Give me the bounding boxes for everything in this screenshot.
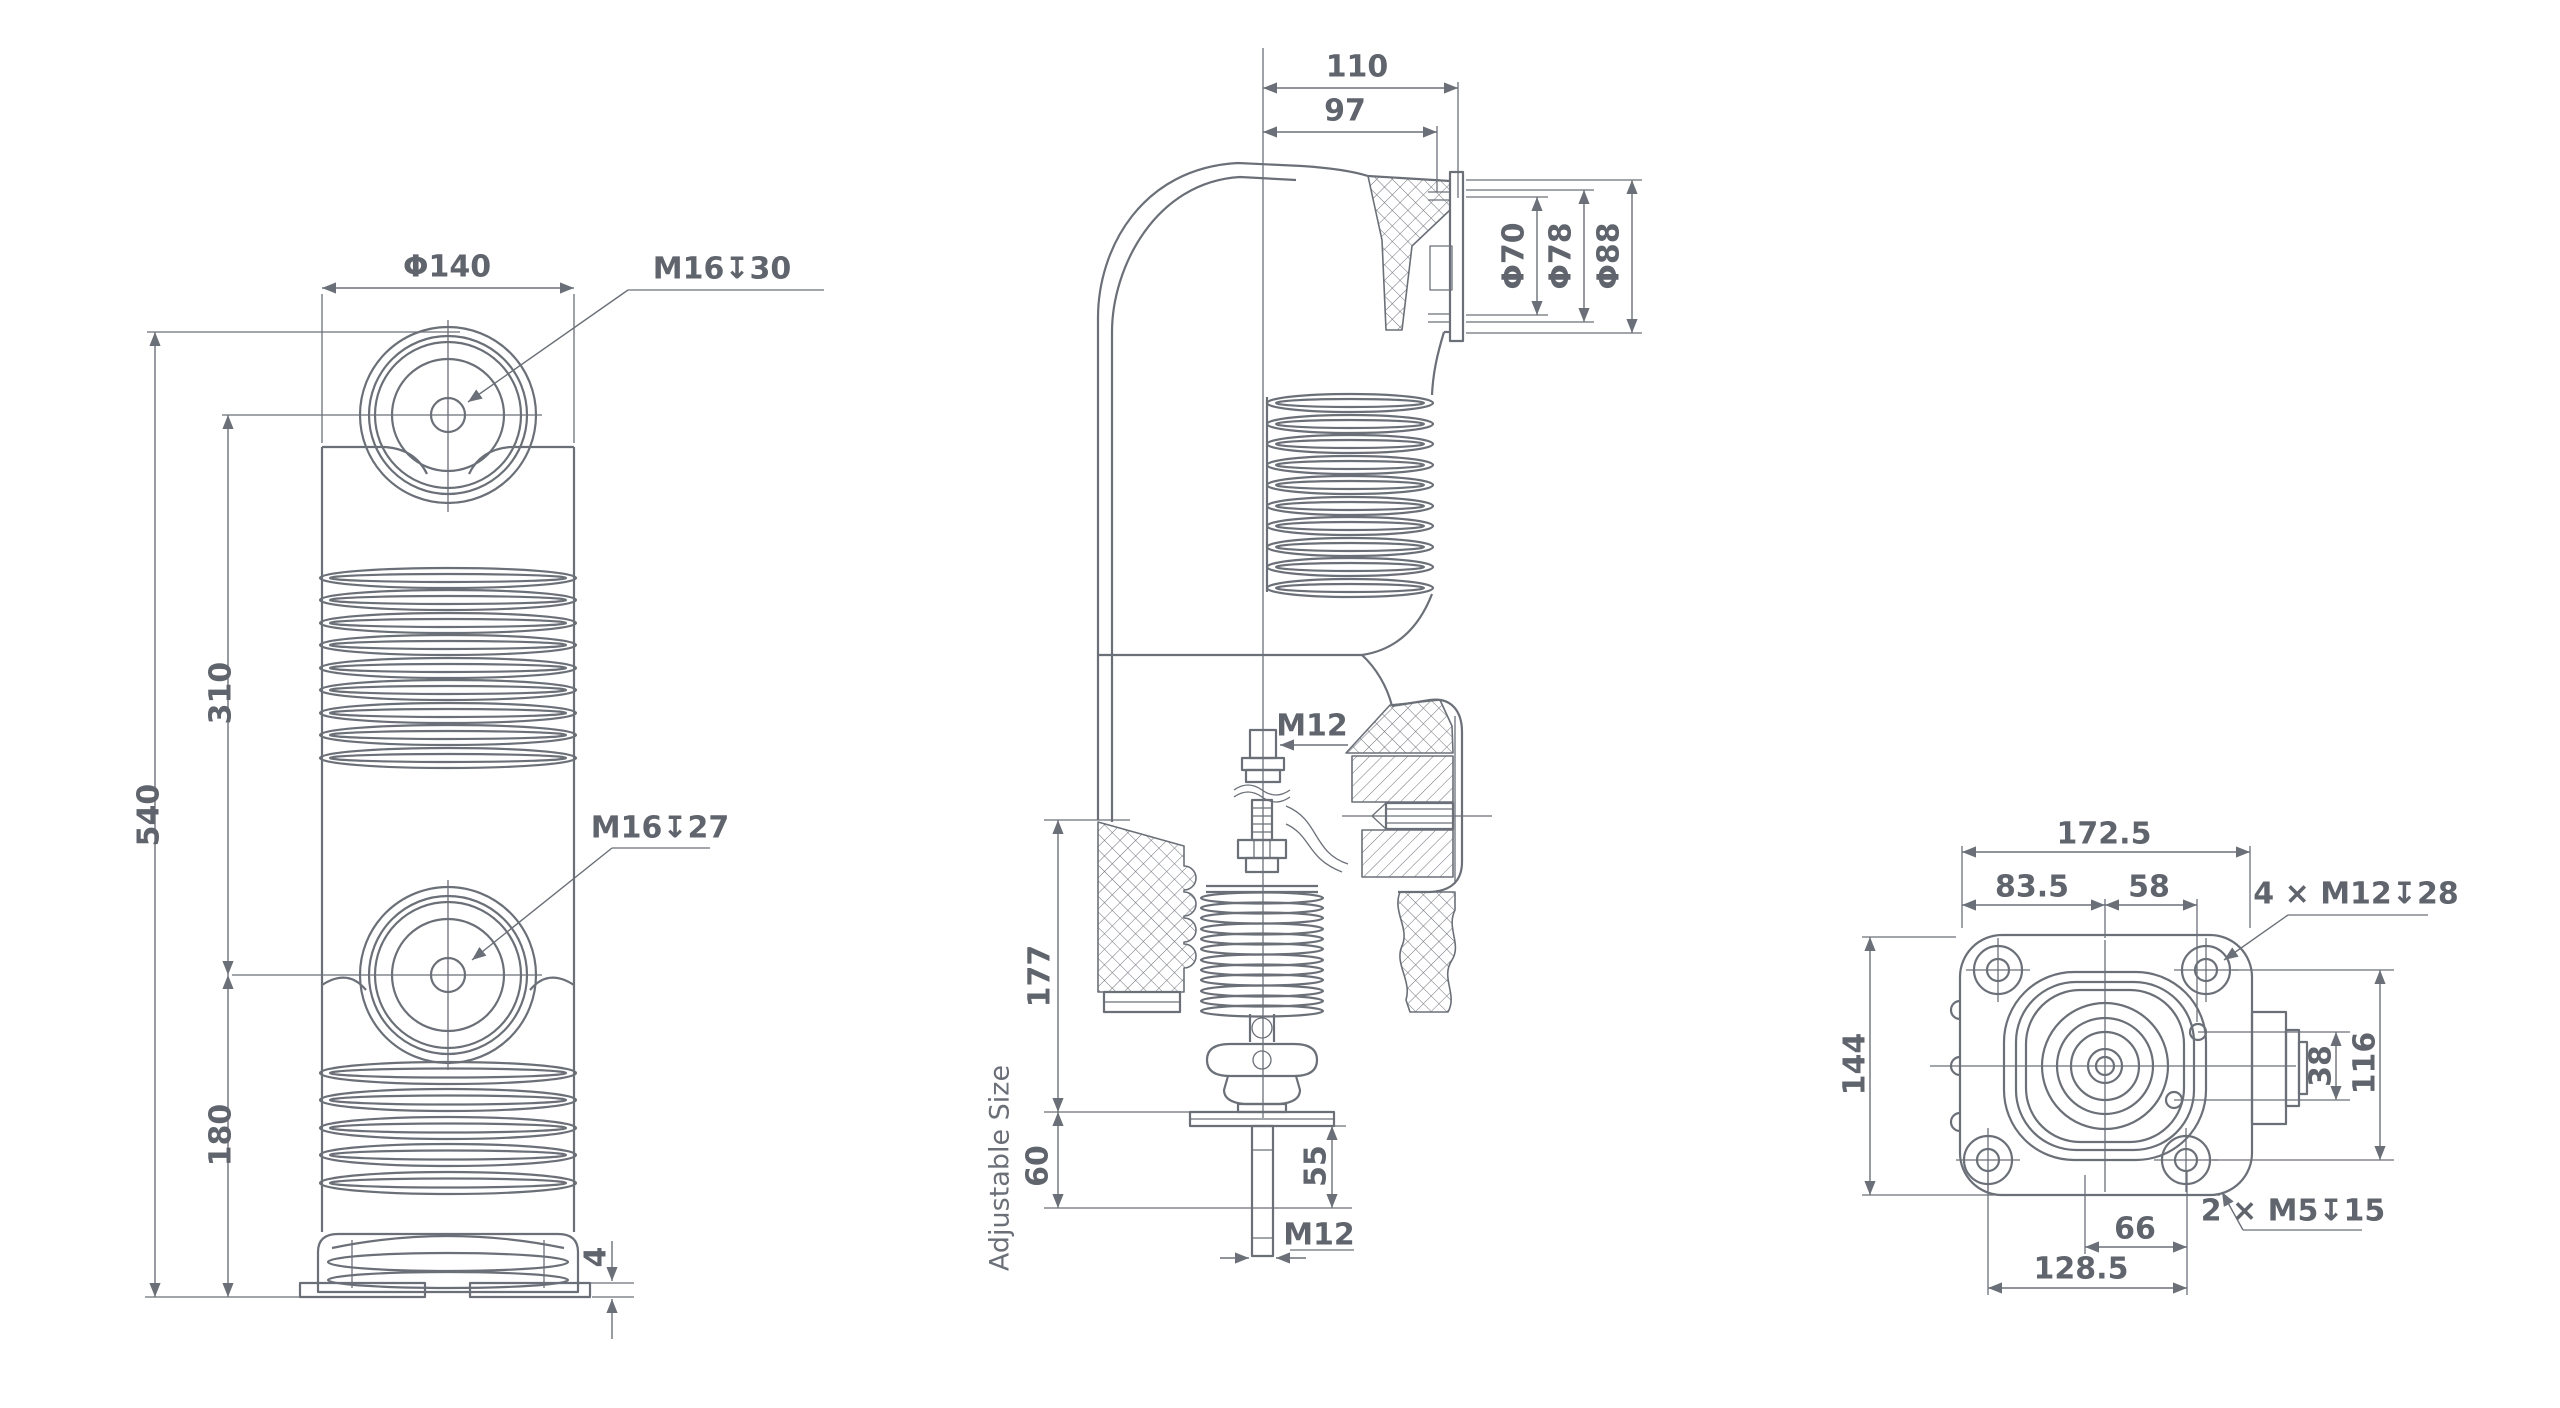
dim-height-144: 144 (1837, 1032, 1873, 1096)
dim-bolt-128-5: 128.5 (2033, 1251, 2129, 1287)
dim-base-4: 4 (578, 1246, 614, 1268)
dim-offset-58: 58 (2128, 869, 2170, 905)
dim-height-177: 177 (1022, 944, 1058, 1008)
dim-height-540: 540 (131, 783, 167, 847)
callout-thread-lower: M16↧27 (590, 810, 730, 846)
bottom-view (1862, 846, 2428, 1295)
callout-thread-bottom: M12 (1283, 1217, 1355, 1253)
callout-side-screws: 2 × M5↧15 (2200, 1193, 2386, 1229)
dim-width-172-5: 172.5 (2056, 816, 2152, 852)
dim-hole-38: 38 (2303, 1045, 2339, 1087)
dim-width-110: 110 (1325, 49, 1389, 85)
dim-dia-140: Φ140 (402, 249, 492, 285)
dim-dia-70: Φ70 (1496, 222, 1532, 290)
dim-rod-55: 55 (1298, 1145, 1334, 1187)
callout-thread-upper: M16↧30 (652, 251, 792, 287)
dim-width-97: 97 (1324, 93, 1366, 129)
note-adjustable-size: Adjustable Size (984, 1064, 1016, 1272)
callout-thread-mid: M12 (1276, 708, 1348, 744)
dim-dia-78: Φ78 (1543, 222, 1579, 290)
dim-spacing-180: 180 (203, 1103, 239, 1167)
front-view (145, 282, 824, 1339)
dim-dia-88: Φ88 (1591, 222, 1627, 290)
dim-offset-83-5: 83.5 (1994, 869, 2070, 905)
dim-spacing-310: 310 (203, 661, 239, 725)
callout-corner-bolts: 4 × M12↧28 (2253, 876, 2459, 912)
dim-rows-116: 116 (2347, 1031, 2383, 1095)
dim-gap-60: 60 (1020, 1145, 1056, 1187)
side-view (1044, 48, 1642, 1264)
dim-offset-66: 66 (2114, 1211, 2156, 1247)
